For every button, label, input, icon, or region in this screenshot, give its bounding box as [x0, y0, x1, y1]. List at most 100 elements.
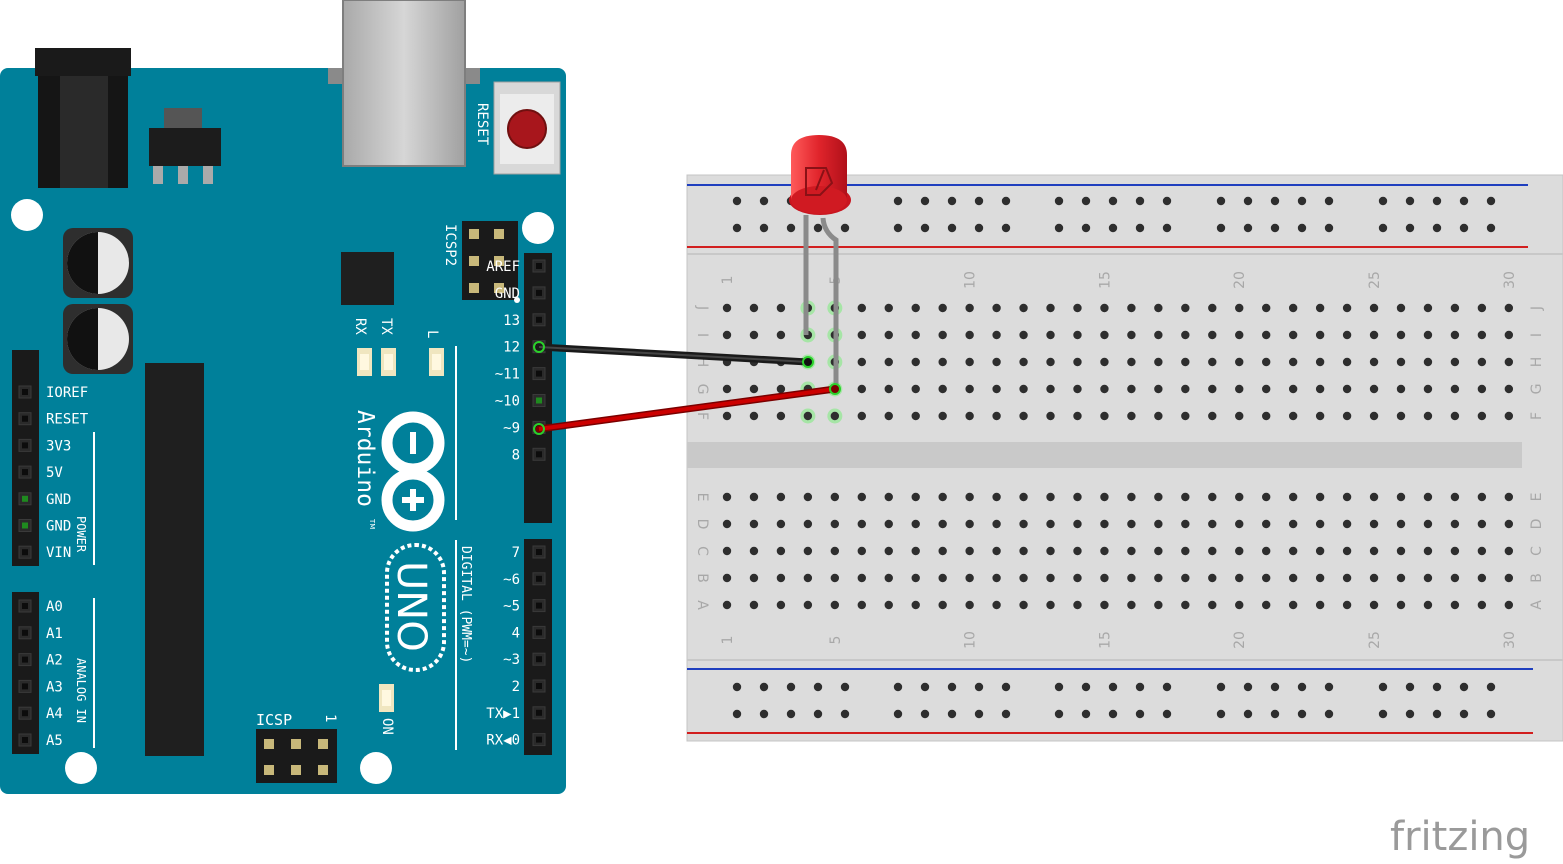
breadboard-hole[interactable]	[1135, 223, 1145, 233]
breadboard-hole[interactable]	[1459, 709, 1469, 719]
breadboard-hole[interactable]	[1486, 709, 1496, 719]
breadboard-hole[interactable]	[1216, 223, 1226, 233]
breadboard-hole[interactable]	[749, 303, 759, 313]
breadboard-hole[interactable]	[1423, 573, 1433, 583]
breadboard-hole[interactable]	[1100, 330, 1109, 340]
breadboard-hole[interactable]	[1297, 196, 1307, 206]
breadboard-hole[interactable]	[947, 196, 957, 206]
breadboard-hole[interactable]	[1315, 492, 1325, 502]
breadboard-hole[interactable]	[840, 223, 850, 233]
breadboard-hole[interactable]	[1108, 682, 1118, 692]
breadboard-hole[interactable]	[974, 196, 984, 206]
breadboard-hole[interactable]	[1369, 411, 1379, 421]
breadboard-hole[interactable]	[857, 411, 866, 421]
breadboard-hole[interactable]	[732, 709, 742, 719]
breadboard-hole[interactable]	[1162, 223, 1172, 233]
breadboard-hole[interactable]	[1423, 546, 1433, 556]
breadboard-hole[interactable]	[1127, 519, 1136, 529]
breadboard-hole[interactable]	[965, 303, 974, 313]
breadboard-hole[interactable]	[884, 492, 893, 502]
breadboard-hole[interactable]	[1208, 411, 1217, 421]
breadboard-hole[interactable]	[1019, 303, 1028, 313]
breadboard-hole[interactable]	[1073, 492, 1082, 502]
breadboard-hole[interactable]	[803, 573, 813, 583]
breadboard-hole[interactable]	[776, 411, 786, 421]
breadboard-hole[interactable]	[1181, 519, 1190, 529]
breadboard-hole[interactable]	[749, 573, 759, 583]
breadboard-hole[interactable]	[1450, 573, 1460, 583]
breadboard-hole[interactable]	[1181, 411, 1190, 421]
breadboard-hole[interactable]	[938, 330, 947, 340]
breadboard-hole[interactable]	[1477, 411, 1487, 421]
breadboard-hole[interactable]	[992, 303, 1001, 313]
breadboard-hole[interactable]	[1100, 384, 1109, 394]
breadboard-hole[interactable]	[1073, 546, 1082, 556]
breadboard-hole[interactable]	[1423, 492, 1433, 502]
breadboard-hole[interactable]	[857, 303, 866, 313]
breadboard-hole[interactable]	[1081, 196, 1091, 206]
breadboard-hole[interactable]	[830, 546, 840, 556]
breadboard-hole[interactable]	[722, 303, 732, 313]
breadboard-hole[interactable]	[1127, 546, 1136, 556]
breadboard-hole[interactable]	[722, 573, 732, 583]
breadboard-hole[interactable]	[1154, 519, 1163, 529]
breadboard-hole[interactable]	[1073, 519, 1082, 529]
breadboard-hole[interactable]	[1369, 492, 1379, 502]
breadboard-hole[interactable]	[1243, 682, 1253, 692]
breadboard-hole[interactable]	[830, 519, 840, 529]
breadboard-hole[interactable]	[884, 519, 893, 529]
breadboard-hole[interactable]	[1297, 223, 1307, 233]
breadboard-hole[interactable]	[732, 196, 742, 206]
breadboard-hole[interactable]	[1154, 303, 1163, 313]
breadboard-hole[interactable]	[1127, 492, 1136, 502]
breadboard-hole[interactable]	[1315, 411, 1325, 421]
breadboard-hole[interactable]	[1369, 303, 1379, 313]
breadboard-hole[interactable]	[1046, 546, 1055, 556]
breadboard-hole[interactable]	[1262, 519, 1271, 529]
breadboard-hole[interactable]	[1100, 303, 1109, 313]
breadboard-hole[interactable]	[749, 519, 759, 529]
breadboard-hole[interactable]	[1216, 682, 1226, 692]
breadboard-hole[interactable]	[1378, 682, 1388, 692]
reset-button[interactable]	[493, 81, 561, 175]
breadboard-hole[interactable]	[803, 600, 813, 610]
breadboard-hole[interactable]	[1288, 546, 1298, 556]
breadboard-hole[interactable]	[1486, 682, 1496, 692]
breadboard-hole[interactable]	[1405, 682, 1415, 692]
breadboard-hole[interactable]	[947, 682, 957, 692]
breadboard-hole[interactable]	[1154, 330, 1163, 340]
breadboard-hole[interactable]	[1081, 709, 1091, 719]
breadboard-hole[interactable]	[1162, 196, 1172, 206]
breadboard-hole[interactable]	[1235, 384, 1244, 394]
breadboard-hole[interactable]	[884, 411, 893, 421]
breadboard-hole[interactable]	[1342, 357, 1352, 367]
breadboard-hole[interactable]	[1262, 492, 1271, 502]
breadboard-hole[interactable]	[830, 492, 840, 502]
breadboard-hole[interactable]	[920, 223, 930, 233]
breadboard-hole[interactable]	[786, 682, 796, 692]
breadboard-hole[interactable]	[1396, 384, 1406, 394]
breadboard-hole[interactable]	[776, 546, 786, 556]
breadboard-hole[interactable]	[1135, 682, 1145, 692]
breadboard-hole[interactable]	[1288, 492, 1298, 502]
breadboard-hole[interactable]	[965, 573, 974, 583]
breadboard-hole[interactable]	[1432, 709, 1442, 719]
breadboard-hole[interactable]	[1369, 546, 1379, 556]
breadboard-hole[interactable]	[1477, 384, 1487, 394]
breadboard-hole[interactable]	[1396, 600, 1406, 610]
breadboard-hole[interactable]	[1127, 303, 1136, 313]
breadboard-hole[interactable]	[992, 600, 1001, 610]
breadboard-hole[interactable]	[884, 546, 893, 556]
breadboard-hole[interactable]	[803, 519, 813, 529]
breadboard-hole[interactable]	[1046, 384, 1055, 394]
breadboard-hole[interactable]	[1288, 384, 1298, 394]
breadboard-hole[interactable]	[965, 546, 974, 556]
breadboard-hole[interactable]	[813, 709, 823, 719]
breadboard-hole[interactable]	[1315, 573, 1325, 583]
breadboard-hole[interactable]	[1405, 223, 1415, 233]
breadboard-hole[interactable]	[893, 709, 903, 719]
breadboard-hole[interactable]	[1208, 357, 1217, 367]
breadboard-hole[interactable]	[857, 519, 866, 529]
breadboard-hole[interactable]	[1459, 223, 1469, 233]
breadboard-hole[interactable]	[1270, 223, 1280, 233]
